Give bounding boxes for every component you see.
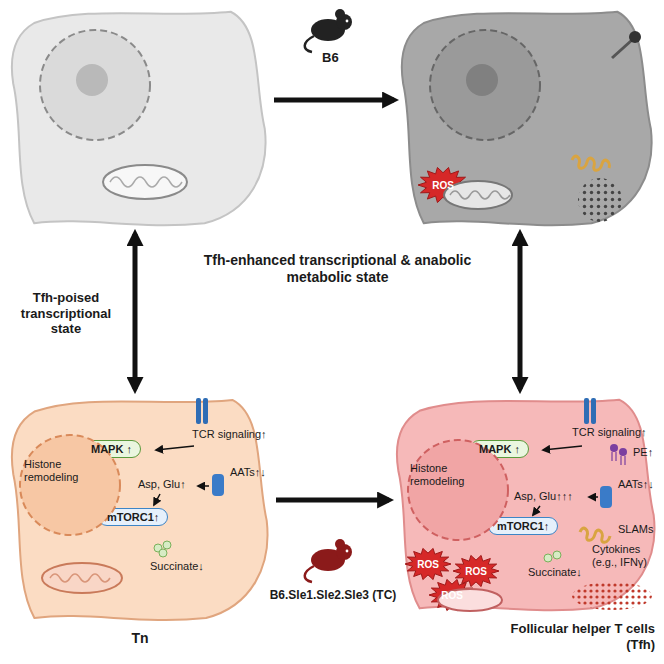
annotation-label: TCR signaling↑ <box>572 426 647 439</box>
mouse-icon <box>305 566 314 582</box>
mouse-icon <box>311 549 345 571</box>
mouse-icon <box>346 20 349 23</box>
cell-blob <box>12 12 266 225</box>
annotation-label: Succinate↓ <box>150 560 204 573</box>
cell-blob <box>8 5 270 230</box>
cell-blob <box>402 12 652 225</box>
annotation-label: PE↑ <box>633 446 653 459</box>
ros-label: ROS <box>417 559 439 570</box>
annotation-label: Succinate↓ <box>528 566 582 579</box>
ros-label: ROS <box>432 180 454 191</box>
transition-arrow <box>133 234 138 389</box>
annotation-label: Histone remodeling <box>24 458 98 484</box>
pathway-label: MAPK ↑ <box>91 443 132 455</box>
cell-outline: ROS <box>398 5 656 230</box>
mouse-icon <box>311 19 345 41</box>
cell-blob <box>397 400 655 611</box>
ros-burst: ROS <box>405 548 451 580</box>
mouse-icon <box>336 544 352 560</box>
mouse-icon <box>346 550 349 553</box>
ros-burst: ROS <box>418 167 468 203</box>
cell-blob <box>12 400 268 620</box>
annotation-label: Asp, Glu↑ <box>138 478 186 491</box>
ros-burst-shape <box>453 555 499 586</box>
transition-arrow <box>276 498 389 503</box>
annotation-label: Tfh-enhanced transcriptional & anabolic … <box>170 252 505 286</box>
mouse-icon <box>305 9 352 52</box>
cell-title: Tn <box>108 630 172 647</box>
ros-burst-shape <box>405 548 451 579</box>
annotation-label: AATs↑↓ <box>618 478 654 491</box>
transition-arrow <box>274 98 394 103</box>
pathway-pill: mTORC1↑ <box>98 508 168 526</box>
mouse-icon <box>305 36 314 52</box>
ros-label: ROS <box>465 566 487 577</box>
pathway-label: MAPK ↑ <box>479 443 520 455</box>
mouse-icon <box>335 9 345 19</box>
annotation-label: B6.Sle1.Sle2.Sle3 (TC) <box>266 588 400 602</box>
annotation-label: AATs↑↓ <box>230 466 266 479</box>
cell-outline <box>8 5 270 230</box>
pathway-label: mTORC1↑ <box>107 511 159 523</box>
annotation-label: SLAMs <box>618 523 653 536</box>
ros-burst-shape <box>418 167 468 202</box>
annotation-label: Cytokines (e.g., IFNγ) <box>592 543 658 569</box>
mouse-icon <box>305 539 352 582</box>
annotation-label: Tfh-poised transcriptional state <box>4 290 128 337</box>
pathway-pill: MAPK ↑ <box>470 440 529 458</box>
pathway-label: mTORC1↑ <box>497 520 549 532</box>
mouse-icon <box>336 14 352 30</box>
transition-arrow <box>518 234 523 389</box>
ros-burst-shape <box>429 579 475 610</box>
ros-burst: ROS <box>429 579 475 611</box>
pathway-pill: mTORC1↑ <box>488 517 558 535</box>
annotation-label: Asp, Glu↑↑↑ <box>514 490 573 503</box>
ros-label: ROS <box>441 590 463 601</box>
annotation-label: B6 <box>322 50 339 66</box>
mouse-icon <box>335 539 345 549</box>
ros-burst: ROS <box>453 555 499 587</box>
annotation-label: TCR signaling↑ <box>192 428 267 441</box>
annotation-label: Histone remodeling <box>410 462 484 488</box>
pathway-pill: MAPK ↑ <box>82 440 141 458</box>
cell-title: Follicular helper T cells (Tfh) <box>505 621 655 652</box>
